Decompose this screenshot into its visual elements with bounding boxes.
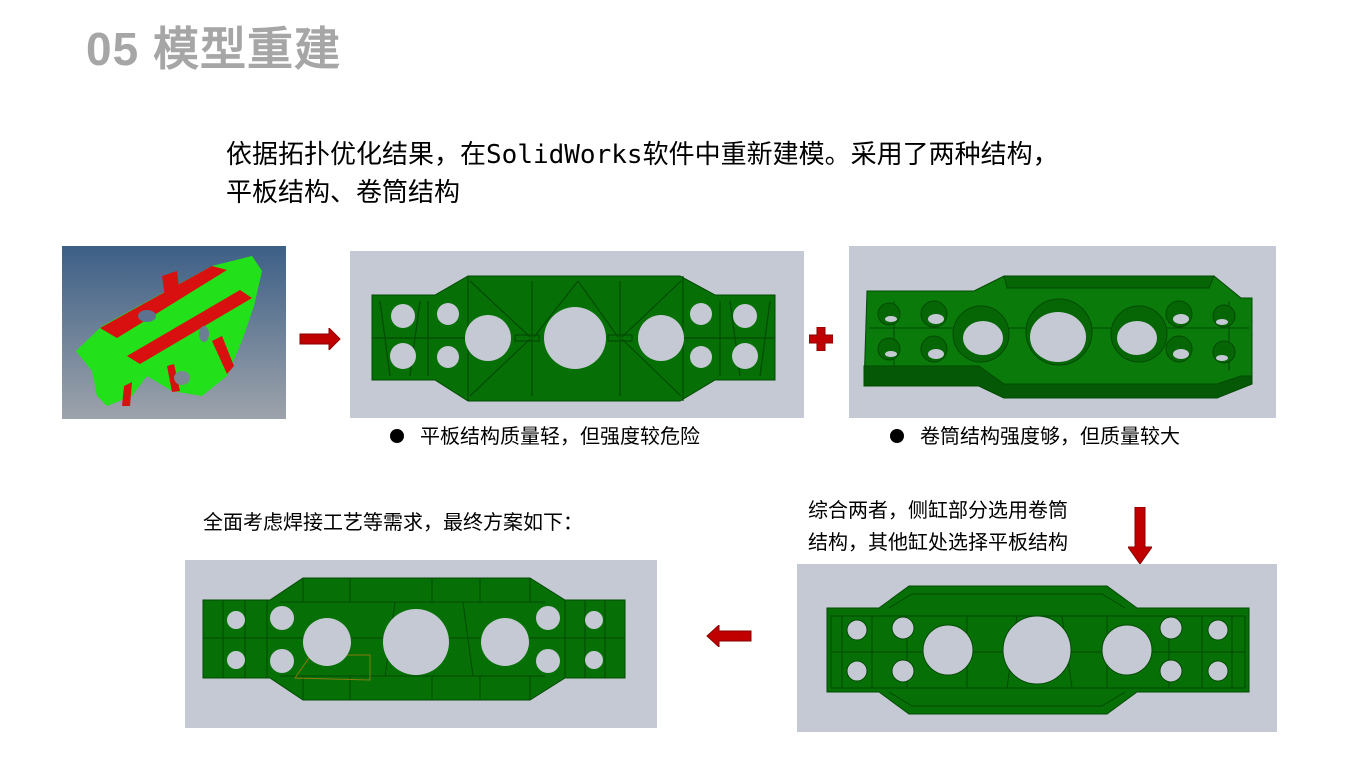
arrow-left-icon bbox=[706, 625, 752, 647]
arrow-down-icon bbox=[1128, 507, 1152, 565]
flat-plate-model-image bbox=[350, 251, 804, 418]
bullet-icon bbox=[890, 429, 904, 443]
combined-scheme-note: 综合两者，侧缸部分选用卷筒 结构，其他缸处选择平板结构 bbox=[808, 498, 1068, 554]
intro-paragraph: 依据拓扑优化结果，在SolidWorks软件中重新建模。采用了两种结构， 平板结… bbox=[226, 136, 1059, 212]
bullet-icon bbox=[390, 429, 404, 443]
software-name: SolidWorks bbox=[486, 140, 643, 170]
slide-title: 05 模型重建 bbox=[86, 23, 341, 75]
caption-flat-plate: 平板结构质量轻，但强度较危险 bbox=[390, 423, 700, 449]
intro-line-1: 依据拓扑优化结果，在SolidWorks软件中重新建模。采用了两种结构， bbox=[226, 140, 1059, 170]
roll-tube-model-image bbox=[849, 246, 1276, 418]
topology-result-image bbox=[62, 246, 286, 419]
caption-roll-tube: 卷筒结构强度够，但质量较大 bbox=[890, 423, 1180, 449]
combined-model-image bbox=[797, 564, 1277, 732]
final-scheme-note: 全面考虑焊接工艺等需求，最终方案如下： bbox=[203, 510, 583, 534]
arrow-right-icon bbox=[299, 328, 341, 350]
final-scheme-model-image bbox=[185, 560, 657, 728]
intro-line-2: 平板结构、卷筒结构 bbox=[226, 178, 461, 208]
plus-icon bbox=[809, 327, 833, 351]
